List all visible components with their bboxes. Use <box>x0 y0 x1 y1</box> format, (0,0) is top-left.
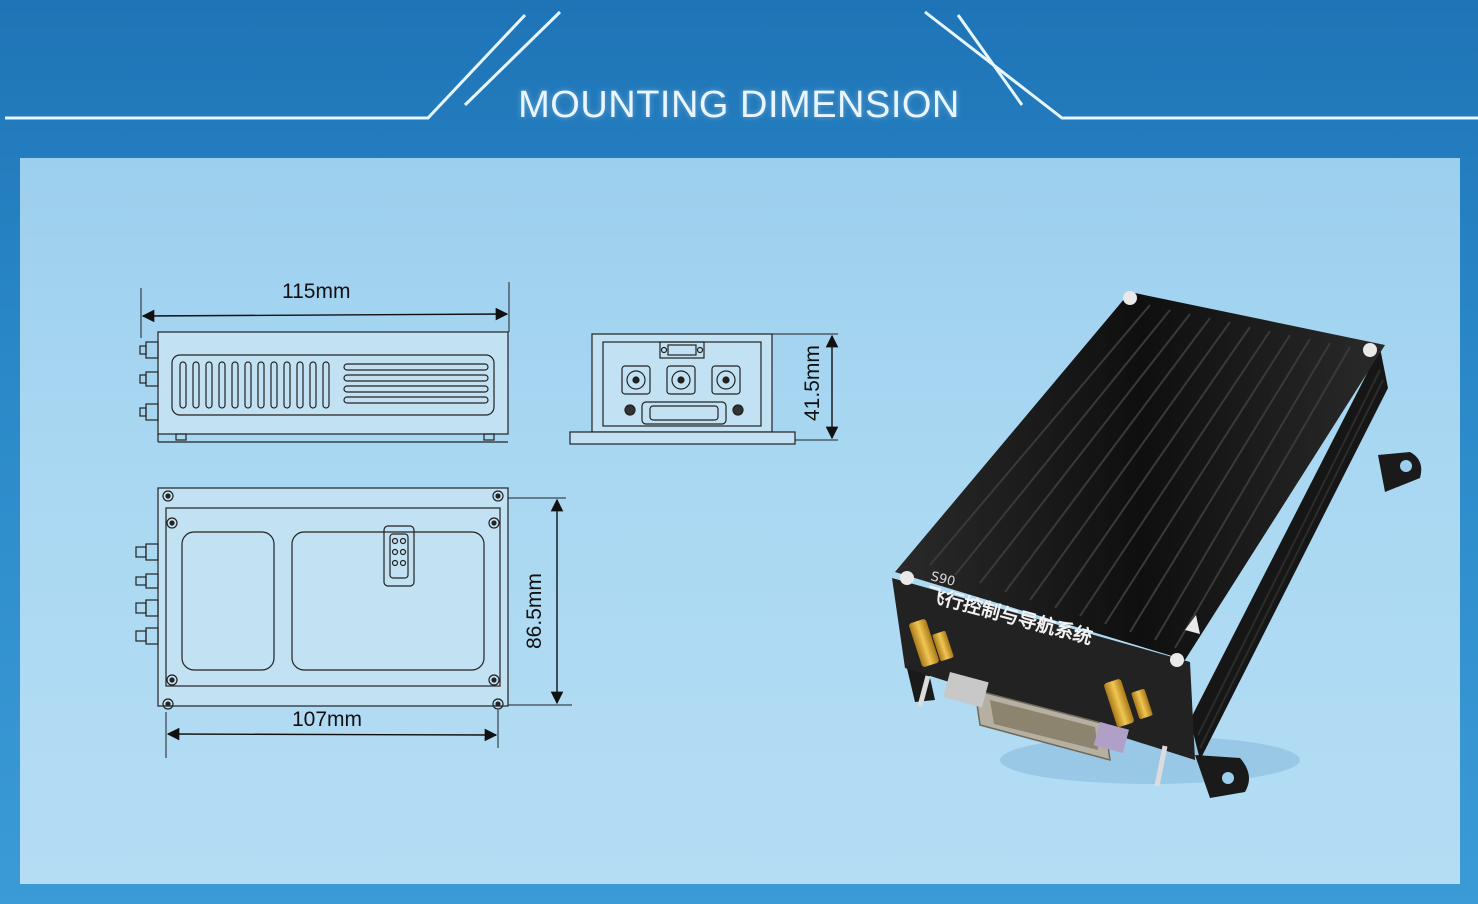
dimension-front-height: 41.5mm <box>801 345 824 421</box>
warning-triangle-icon <box>1185 615 1200 634</box>
header-decoration <box>5 10 1478 120</box>
sma-connector-left <box>909 619 954 667</box>
device-photo: S90 飞行控制与导航系统 <box>892 291 1422 798</box>
dimension-bottom-height: 86.5mm <box>523 573 546 649</box>
page-title: MOUNTING DIMENSION <box>518 84 960 126</box>
page-header: MOUNTING DIMENSION <box>0 0 1478 150</box>
bottom-view-drawing <box>135 487 572 758</box>
dimension-top-width: 115mm <box>282 280 351 303</box>
front-view-drawing <box>569 333 839 445</box>
dimension-bottom-width: 107mm <box>292 708 363 731</box>
sma-connector-right <box>1104 679 1153 727</box>
device-model-text: S90 <box>929 569 957 590</box>
side-view-drawing <box>139 282 510 443</box>
